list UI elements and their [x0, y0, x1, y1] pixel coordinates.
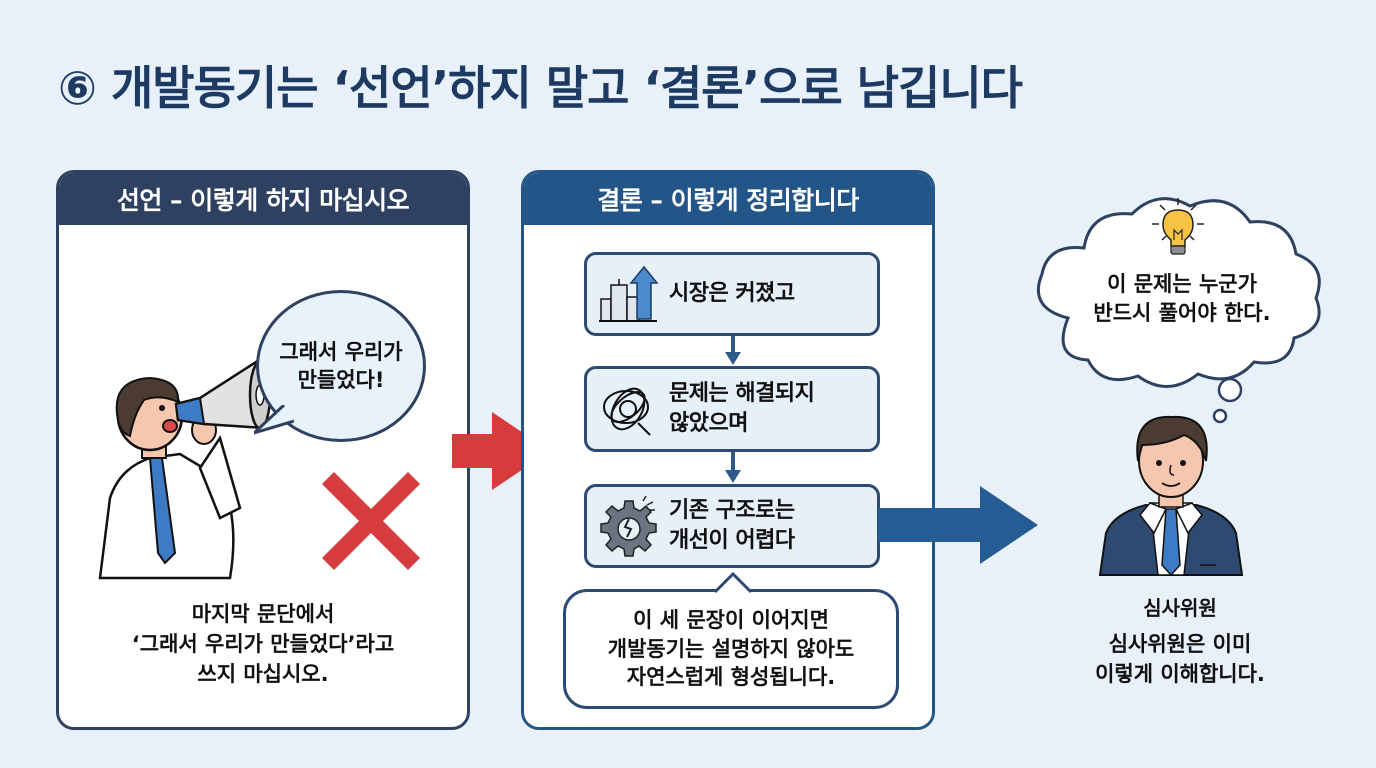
- caption-line: ‘그래서 우리가 만들었다’라고: [131, 631, 395, 656]
- summary-note: 이 세 문장이 이어지면 개발동기는 설명하지 않아도 자연스럽게 형성됩니다.: [563, 589, 899, 709]
- lightbulb-icon: [1152, 198, 1204, 255]
- judge-label: 심사위원: [1143, 596, 1217, 620]
- conclusion-panel-header: 결론 – 이렇게 정리합니다: [524, 173, 932, 225]
- down-arrow-icon: [725, 336, 741, 365]
- step-text: 문제는 해결되지 않았으며: [669, 379, 815, 438]
- judge-desc-line: 이렇게 이해합니다.: [1095, 661, 1265, 686]
- man-with-megaphone-icon: [98, 359, 272, 580]
- broken-gear-icon: [600, 495, 657, 557]
- note-line: 개발동기는 설명하지 않아도: [607, 636, 855, 661]
- declaration-panel: 선언 – 이렇게 하지 마십시오: [56, 170, 470, 730]
- growing-city-chart-icon: [599, 265, 659, 322]
- blue-arrow-icon: [878, 486, 1038, 564]
- step-text: 시장은 커졌고: [669, 281, 795, 307]
- thought-text: 이 문제는 누군가 반드시 풀어야 한다.: [1048, 270, 1316, 329]
- step-text-line: 않았으며: [669, 411, 748, 436]
- judge-desc-line: 심사위원은 이미: [1108, 632, 1252, 656]
- step-market-grew: 시장은 커졌고: [584, 252, 880, 336]
- judge-description: 심사위원은 이미 이렇게 이해합니다.: [1040, 630, 1320, 690]
- step-problem-unsolved: 문제는 해결되지 않았으며: [584, 366, 880, 452]
- red-arrow-icon: [452, 412, 550, 490]
- page-title: ⑥ 개발동기는 ‘선언’하지 말고 ‘결론’으로 남깁니다: [58, 61, 1023, 115]
- declaration-panel-header: 선언 – 이렇게 하지 마십시오: [59, 173, 467, 225]
- red-x-icon: [322, 472, 420, 570]
- step-text-line: 문제는 해결되지: [669, 381, 815, 407]
- caption-line: 쓰지 마십시오.: [197, 661, 329, 686]
- speech-bubble-tail: [254, 405, 294, 435]
- step-text-line: 개선이 어렵다: [669, 528, 795, 553]
- note-line: 자연스럽게 형성됩니다.: [626, 665, 836, 690]
- speech-bubble-text: 그래서 우리가 만들었다!: [279, 339, 403, 392]
- tangled-thread-icon: [603, 387, 651, 436]
- note-line: 이 세 문장이 이어지면: [633, 607, 829, 632]
- step-text-line: 기존 구조로는: [669, 498, 795, 524]
- step-structure-hard: 기존 구조로는 개선이 어렵다: [584, 484, 880, 568]
- note-pointer: [713, 571, 753, 594]
- down-arrow-icon: [725, 452, 741, 483]
- declaration-caption: 마지막 문단에서 ‘그래서 우리가 만들었다’라고 쓰지 마십시오.: [56, 600, 470, 689]
- judge-avatar-icon: [1098, 415, 1244, 577]
- thought-line: 이 문제는 누군가: [1107, 272, 1257, 296]
- step-text: 기존 구조로는 개선이 어렵다: [669, 496, 795, 555]
- thought-line: 반드시 풀어야 한다.: [1093, 301, 1271, 326]
- caption-line: 마지막 문단에서: [191, 602, 335, 626]
- thought-cloud: [1036, 197, 1321, 424]
